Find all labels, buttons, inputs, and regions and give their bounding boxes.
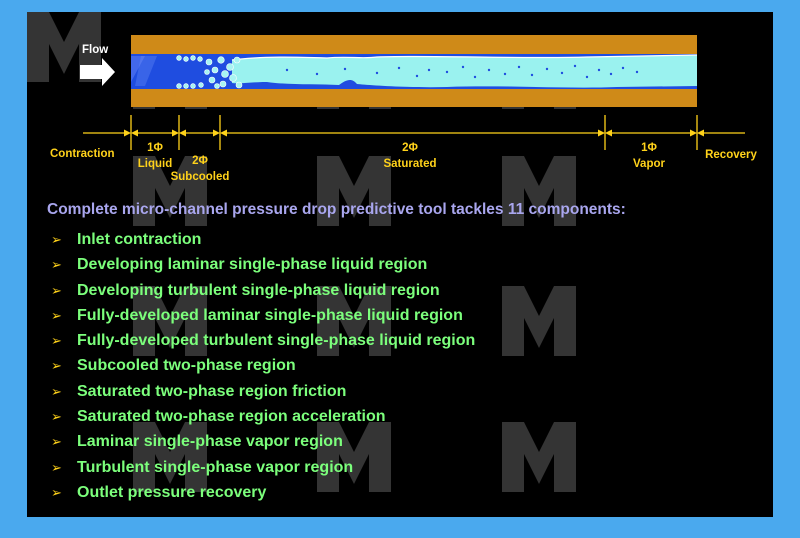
region-phase-vapor: 1Φ — [641, 142, 657, 154]
vapor-region — [232, 55, 697, 88]
subcooled-bubbles — [176, 55, 243, 89]
contraction-wedge — [131, 56, 145, 82]
arrowhead-bullet-icon: ➢ — [51, 409, 62, 425]
arrowhead-bullet-icon: ➢ — [51, 282, 62, 298]
region-label-saturated: Saturated — [383, 158, 436, 170]
flow-label: Flow — [82, 44, 108, 56]
list-item: ➢Subcooled two-phase region — [51, 353, 475, 378]
slide: Flow — [27, 12, 773, 517]
region-phase-saturated: 2Φ — [402, 142, 418, 154]
region-label-recovery: Recovery — [705, 149, 757, 161]
region-label-contraction: Contraction — [50, 148, 115, 160]
arrowhead-bullet-icon: ➢ — [51, 232, 62, 247]
region-phase-subcooled: 2Φ — [192, 155, 208, 167]
list-item: ➢Fully-developed turbulent single-phase … — [51, 328, 475, 353]
arrow-right-icon — [80, 58, 115, 86]
region-phase-liquid: 1Φ — [147, 142, 163, 154]
arrowhead-bullet-icon: ➢ — [51, 459, 62, 475]
contraction-wedge-2 — [135, 56, 157, 86]
list-item: ➢Saturated two-phase region friction — [51, 379, 475, 404]
region-label-subcooled: Subcooled — [171, 171, 230, 183]
list-item: ➢Turbulent single-phase vapor region — [51, 455, 475, 480]
list-item: ➢Developing laminar single-phase liquid … — [51, 252, 475, 277]
dimension-lines — [83, 115, 745, 150]
vapor-droplets — [285, 64, 639, 79]
components-heading: Complete micro-channel pressure drop pre… — [47, 201, 626, 218]
arrowhead-bullet-icon: ➢ — [51, 358, 62, 374]
region-label-vapor: Vapor — [633, 158, 665, 170]
arrowhead-bullet-icon: ➢ — [51, 434, 62, 450]
arrowhead-bullet-icon: ➢ — [51, 484, 62, 500]
list-item: ➢Saturated two-phase region acceleration — [51, 404, 475, 429]
list-item: ➢Inlet contraction — [51, 227, 475, 252]
channel-top-wall — [131, 35, 697, 54]
list-item: ➢Developing turbulent single-phase liqui… — [51, 278, 475, 303]
region-label-liquid: Liquid — [138, 158, 173, 170]
watermark-m-logo — [27, 12, 576, 492]
channel-diagram: Flow — [50, 35, 757, 183]
list-item: ➢Outlet pressure recovery — [51, 480, 475, 505]
list-item: ➢Fully-developed laminar single-phase li… — [51, 303, 475, 328]
dimension-arrowheads — [124, 129, 704, 137]
list-item: ➢Laminar single-phase vapor region — [51, 429, 475, 454]
arrowhead-bullet-icon: ➢ — [51, 257, 62, 273]
vapor-interface — [231, 54, 698, 61]
arrowhead-bullet-icon: ➢ — [51, 383, 62, 399]
arrowhead-bullet-icon: ➢ — [51, 307, 62, 323]
components-list: ➢Inlet contraction ➢Developing laminar s… — [51, 227, 475, 505]
channel-bottom-wall — [131, 89, 697, 107]
arrowhead-bullet-icon: ➢ — [51, 333, 62, 349]
